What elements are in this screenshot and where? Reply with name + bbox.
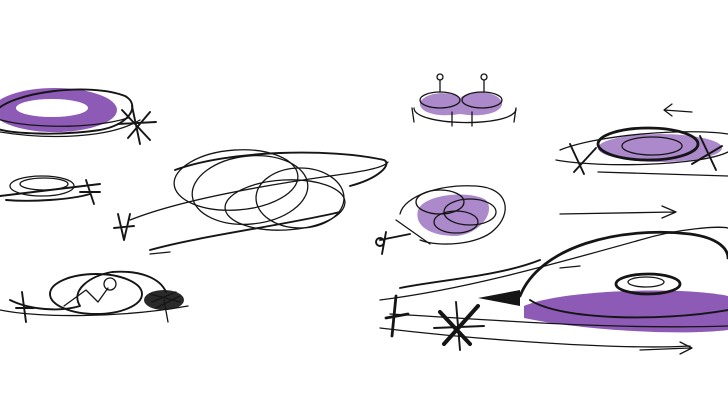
sketch-twin-pods bbox=[411, 73, 517, 127]
sketch-middle-pod bbox=[375, 185, 506, 255]
sketch-central-loops bbox=[113, 149, 389, 255]
sketch-disc-top-left bbox=[0, 88, 157, 145]
sketch-bottom-left-vehicle bbox=[0, 270, 189, 323]
sketch-bottom-right-vehicle bbox=[379, 205, 728, 355]
sketch-small-disc bbox=[0, 175, 101, 205]
sketch-top-right-vehicle bbox=[555, 103, 728, 177]
